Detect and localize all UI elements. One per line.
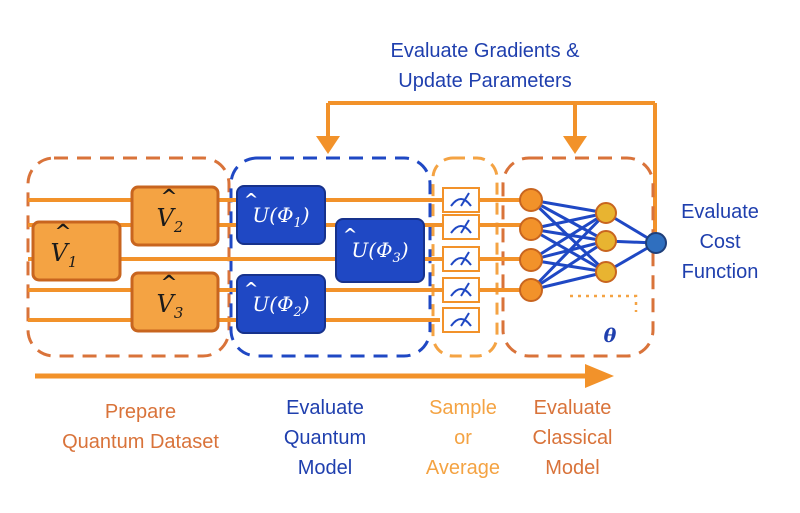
svg-text:^: ^ (244, 190, 258, 210)
gate-u1-label: U(Φ1) (252, 203, 309, 231)
hidden-node-1 (595, 202, 617, 224)
gate-v3 (130, 271, 220, 333)
sample-average-label: Sample or Average (425, 397, 501, 479)
sample-average-box (431, 156, 499, 358)
gate-u3-label: U(Φ3) (351, 238, 408, 266)
workflow-arrowhead (585, 364, 614, 388)
classical-model-label: Evaluate Classical Model (532, 397, 613, 479)
prepare-dataset-label: Prepare Quantum Dataset (62, 401, 219, 453)
arrowhead-classical (563, 136, 587, 154)
cost-function-label: Evaluate Cost Function (681, 201, 759, 283)
feedback-loop (326, 101, 657, 236)
hidden-node-2 (595, 230, 617, 252)
svg-text:^: ^ (244, 279, 258, 299)
svg-text:^: ^ (161, 270, 178, 294)
input-node-3 (519, 248, 543, 272)
gate-v3-label: V3 (157, 290, 184, 322)
gate-v2-label: V2 (157, 204, 184, 236)
neural-network (519, 188, 667, 312)
theta-label: θ (604, 325, 617, 347)
arrowhead-quantum (316, 136, 340, 154)
svg-text:^: ^ (55, 219, 72, 243)
output-node (645, 232, 667, 254)
gate-v1-label: V1 (51, 239, 78, 271)
input-node-4 (519, 278, 543, 302)
input-node-2 (519, 217, 543, 241)
svg-text:^: ^ (161, 184, 178, 208)
theta-dotted-line (570, 294, 638, 312)
hidden-node-3 (595, 261, 617, 283)
quantum-model-label: Evaluate Quantum Model (283, 397, 367, 479)
svg-text:^: ^ (343, 225, 357, 245)
update-parameters-label: Evaluate Gradients & Update Parameters (390, 40, 580, 92)
gate-u2-label: U(Φ2) (252, 292, 309, 320)
gate-u2 (236, 274, 326, 334)
u-hat-marks: ^ ^ ^ (244, 190, 357, 299)
hat-marks: ^ ^ ^ (55, 184, 178, 294)
gate-v1 (31, 220, 122, 282)
input-node-1 (519, 188, 543, 212)
gate-v2 (130, 185, 220, 247)
measurement-boxes (442, 187, 480, 333)
gate-u3 (335, 218, 425, 283)
gate-u1 (236, 185, 326, 245)
measure-2 (442, 214, 480, 240)
measure-1 (442, 187, 480, 213)
